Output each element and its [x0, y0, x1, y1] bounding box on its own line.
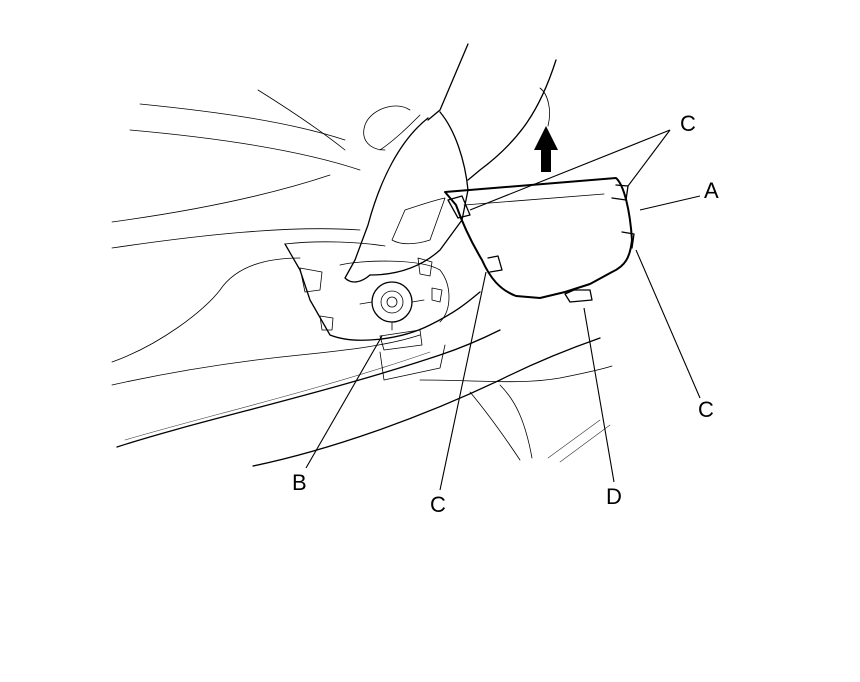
trim-recess [284, 241, 481, 381]
pillar-trim [344, 43, 557, 283]
callout-c-bottom: C [430, 492, 446, 517]
callout-b: B [292, 470, 307, 495]
clip-d [564, 289, 593, 303]
callout-d: D [606, 484, 622, 509]
leader-lines [305, 129, 701, 491]
arrow-up-icon [534, 126, 558, 172]
callout-a: A [704, 178, 719, 203]
callout-c-top: C [680, 111, 696, 136]
callout-c-right: C [698, 397, 714, 422]
clip-c-right [621, 231, 635, 249]
clip-c-top-left [447, 195, 471, 219]
clip-c-top-right [611, 184, 629, 201]
body-panel-lines [111, 89, 613, 467]
cover-panel [444, 177, 635, 303]
clip-c-left [487, 255, 503, 273]
